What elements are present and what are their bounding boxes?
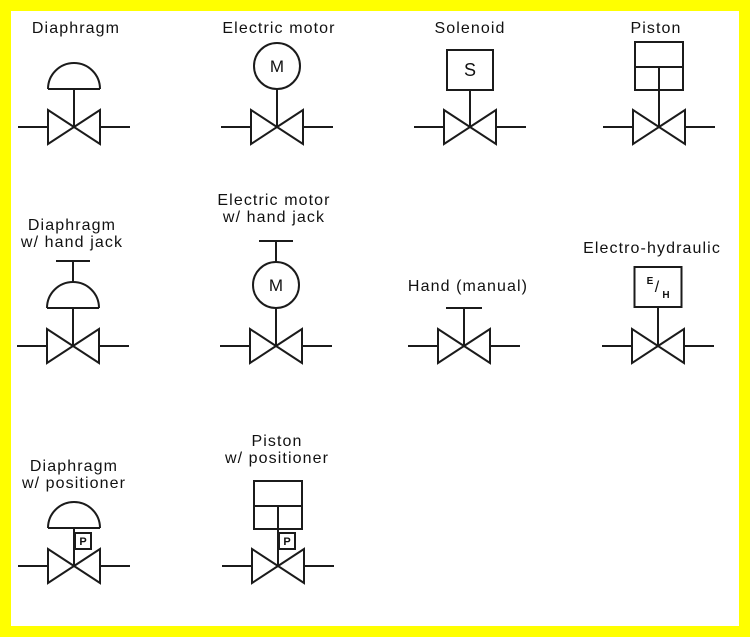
symbol-label: Electric motor [217, 192, 330, 209]
valve-body-icon [221, 108, 333, 146]
symbol-diaphragm: Diaphragm [18, 20, 130, 146]
valve-bowtie [631, 327, 685, 365]
symbol-hand-manual: Hand (manual) [408, 278, 528, 365]
electro-hydraulic-actuator-icon: E/H [633, 266, 683, 346]
motor-letter: M [270, 57, 284, 76]
hand-actuator-icon [446, 307, 482, 346]
valve-body-icon [18, 547, 130, 585]
eh-slash: / [655, 279, 660, 296]
solenoid-letter: S [464, 60, 476, 80]
diaphragm-actuator-icon [47, 62, 101, 127]
solenoid-box [446, 49, 494, 91]
valve-body-icon [408, 327, 520, 365]
symbol-label: Electro-hydraulic [583, 240, 721, 257]
positioner-icon: P [74, 532, 92, 550]
symbol-piston: Piston [603, 20, 715, 146]
valve-body-icon [17, 327, 129, 365]
valve-body-icon [414, 108, 526, 146]
valve-bowtie [46, 327, 100, 365]
valve-bowtie [632, 108, 686, 146]
symbol-label: Hand (manual) [408, 278, 528, 295]
diaphragm-dome [46, 281, 100, 309]
positioner-icon: P [278, 532, 296, 550]
piston-actuator-icon [634, 41, 684, 127]
positioner-letter: P [283, 536, 290, 548]
symbol-label: Electric motor [222, 20, 335, 37]
hand-jack-icon [56, 260, 90, 282]
motor-circle [253, 42, 301, 90]
valve-bowtie [47, 547, 101, 585]
diaphragm-dome [47, 62, 101, 90]
valve-body-icon [220, 327, 332, 365]
motor-letter: M [269, 276, 283, 295]
symbol-label: w/ hand jack [20, 234, 123, 251]
diaphragm-actuator-icon [46, 281, 100, 346]
symbol-label: Diaphragm [28, 217, 116, 234]
symbol-label: Diaphragm [30, 458, 118, 475]
symbol-label: Piston [251, 433, 302, 450]
valve-body-icon [602, 327, 714, 365]
eh-letter-e: E [647, 276, 654, 287]
valve-bowtie [249, 327, 303, 365]
valve-bowtie [47, 108, 101, 146]
motor-actuator-icon: M [252, 261, 300, 346]
hand-jack-icon [259, 240, 293, 262]
solenoid-actuator-icon: S [446, 49, 494, 127]
valve-bowtie [251, 547, 305, 585]
eh-letter-h: H [662, 290, 669, 301]
symbol-label: w/ positioner [224, 450, 329, 467]
symbol-label: Piston [630, 20, 681, 37]
piston-actuator-icon [253, 480, 303, 566]
symbol-label: Diaphragm [32, 20, 120, 37]
eh-box [633, 266, 683, 308]
positioner-letter: P [79, 536, 86, 548]
symbol-label: w/ hand jack [222, 209, 325, 226]
motor-actuator-icon: M [253, 42, 301, 127]
valve-body-icon [18, 108, 130, 146]
symbol-label: Solenoid [434, 20, 505, 37]
valve-bowtie [443, 108, 497, 146]
valve-body-icon [222, 547, 334, 585]
valve-body-icon [603, 108, 715, 146]
symbol-label: w/ positioner [21, 475, 126, 492]
valve-bowtie [250, 108, 304, 146]
positioner-box [278, 532, 296, 550]
valve-bowtie [437, 327, 491, 365]
positioner-box [74, 532, 92, 550]
diaphragm-dome [47, 501, 101, 529]
